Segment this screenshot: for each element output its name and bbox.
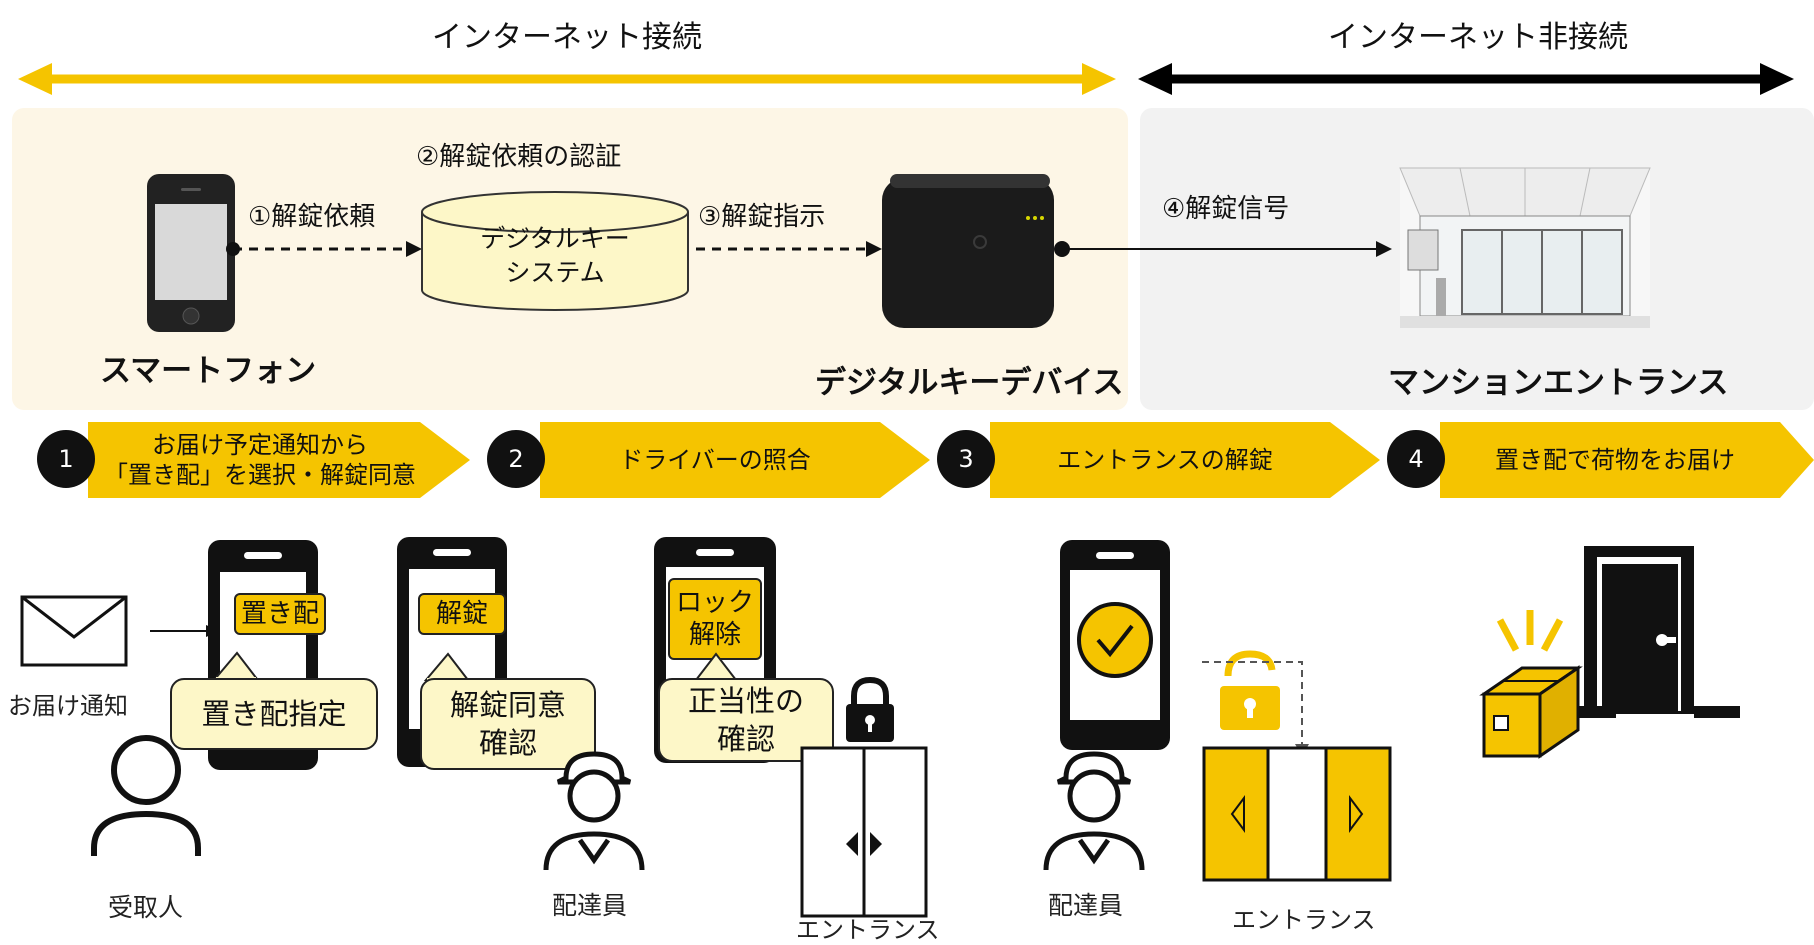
recipient-caption: 受取人 [108, 893, 184, 922]
digital-key-system-db-icon [421, 191, 689, 311]
step-2-label: ドライバーの照合 [619, 446, 811, 474]
step-1-label: お届け予定通知から 「置き配」を選択・解錠同意 [90, 424, 430, 496]
consent-line1: 解錠同意 [449, 688, 566, 722]
validity-line1: 正当性の [687, 684, 804, 718]
lock-release-line2: 解除 [688, 620, 741, 650]
driver-person-icon-2 [1043, 751, 1145, 871]
validity-bubble: 正当性の 確認 [658, 678, 834, 762]
step-4-circle: 4 [1387, 430, 1445, 488]
step-1-line2: 「置き配」を選択・解錠同意 [104, 461, 416, 489]
closed-lock-icon [846, 676, 894, 742]
offline-header: インターネット非接続 [1328, 20, 1628, 55]
online-header: インターネット接続 [432, 20, 702, 55]
step-4-label: 置き配で荷物をお届け [1495, 446, 1735, 474]
entrance-label: マンションエントランス [1388, 365, 1729, 401]
request-label: ①解錠依頼 [248, 202, 376, 232]
device-label: デジタルキーデバイス [815, 365, 1124, 401]
signal-label: ④解錠信号 [1162, 194, 1290, 224]
step-1-line1: お届け予定通知から [152, 431, 368, 459]
consent-line2: 確認 [478, 726, 537, 760]
driver-caption-2: 配達員 [1048, 891, 1124, 920]
connection-arrows [18, 63, 1794, 95]
step-3-circle: 3 [937, 430, 995, 488]
driver-person-icon-1 [543, 751, 645, 871]
check-icon [1080, 605, 1150, 675]
digital-key-system-label: デジタルキー システム [420, 222, 690, 290]
smartphone-label: スマートフォン [100, 353, 317, 389]
digital-key-device-image [882, 174, 1054, 328]
instruction-label: ③解錠指示 [698, 202, 826, 232]
unlock-chip: 解錠 [418, 593, 506, 635]
system-line1: デジタルキー [480, 224, 630, 253]
driver-caption-1: 配達員 [552, 891, 628, 920]
offline-arrow [1138, 63, 1794, 95]
step-2-circle: 2 [487, 430, 545, 488]
open-entrance-door-icon [1202, 746, 1392, 882]
mail-envelope-icon [20, 595, 220, 667]
flow-arrows [226, 241, 1392, 257]
phone-icon-4 [1060, 540, 1170, 750]
online-arrow [18, 63, 1116, 95]
notice-caption: お届け通知 [8, 692, 128, 720]
oki-hai-chip: 置き配 [234, 593, 326, 635]
closed-entrance-door-icon [800, 746, 928, 918]
consent-bubble: 解錠同意 確認 [420, 678, 596, 770]
step-1-circle: 1 [37, 430, 95, 488]
smartphone-image [147, 174, 235, 332]
lock-release-chip: ロック 解除 [668, 578, 762, 660]
step-3-label: エントランスの解錠 [1057, 446, 1273, 474]
delivery-door-and-package-icon [1479, 546, 1740, 759]
oki-hai-bubble: 置き配指定 [170, 678, 378, 750]
validity-line2: 確認 [716, 722, 775, 756]
auth-label: ②解錠依頼の認証 [416, 142, 622, 172]
lock-release-line1: ロック [675, 588, 754, 618]
bubble-tail-1 [212, 651, 260, 681]
mansion-entrance-image [1399, 167, 1651, 328]
recipient-person-icon [91, 735, 201, 856]
entrance-caption-2: エントランス [1232, 906, 1376, 934]
system-line2: システム [505, 258, 605, 287]
step-chevrons [88, 422, 1814, 498]
entrance-caption-1: エントランス [796, 916, 940, 944]
